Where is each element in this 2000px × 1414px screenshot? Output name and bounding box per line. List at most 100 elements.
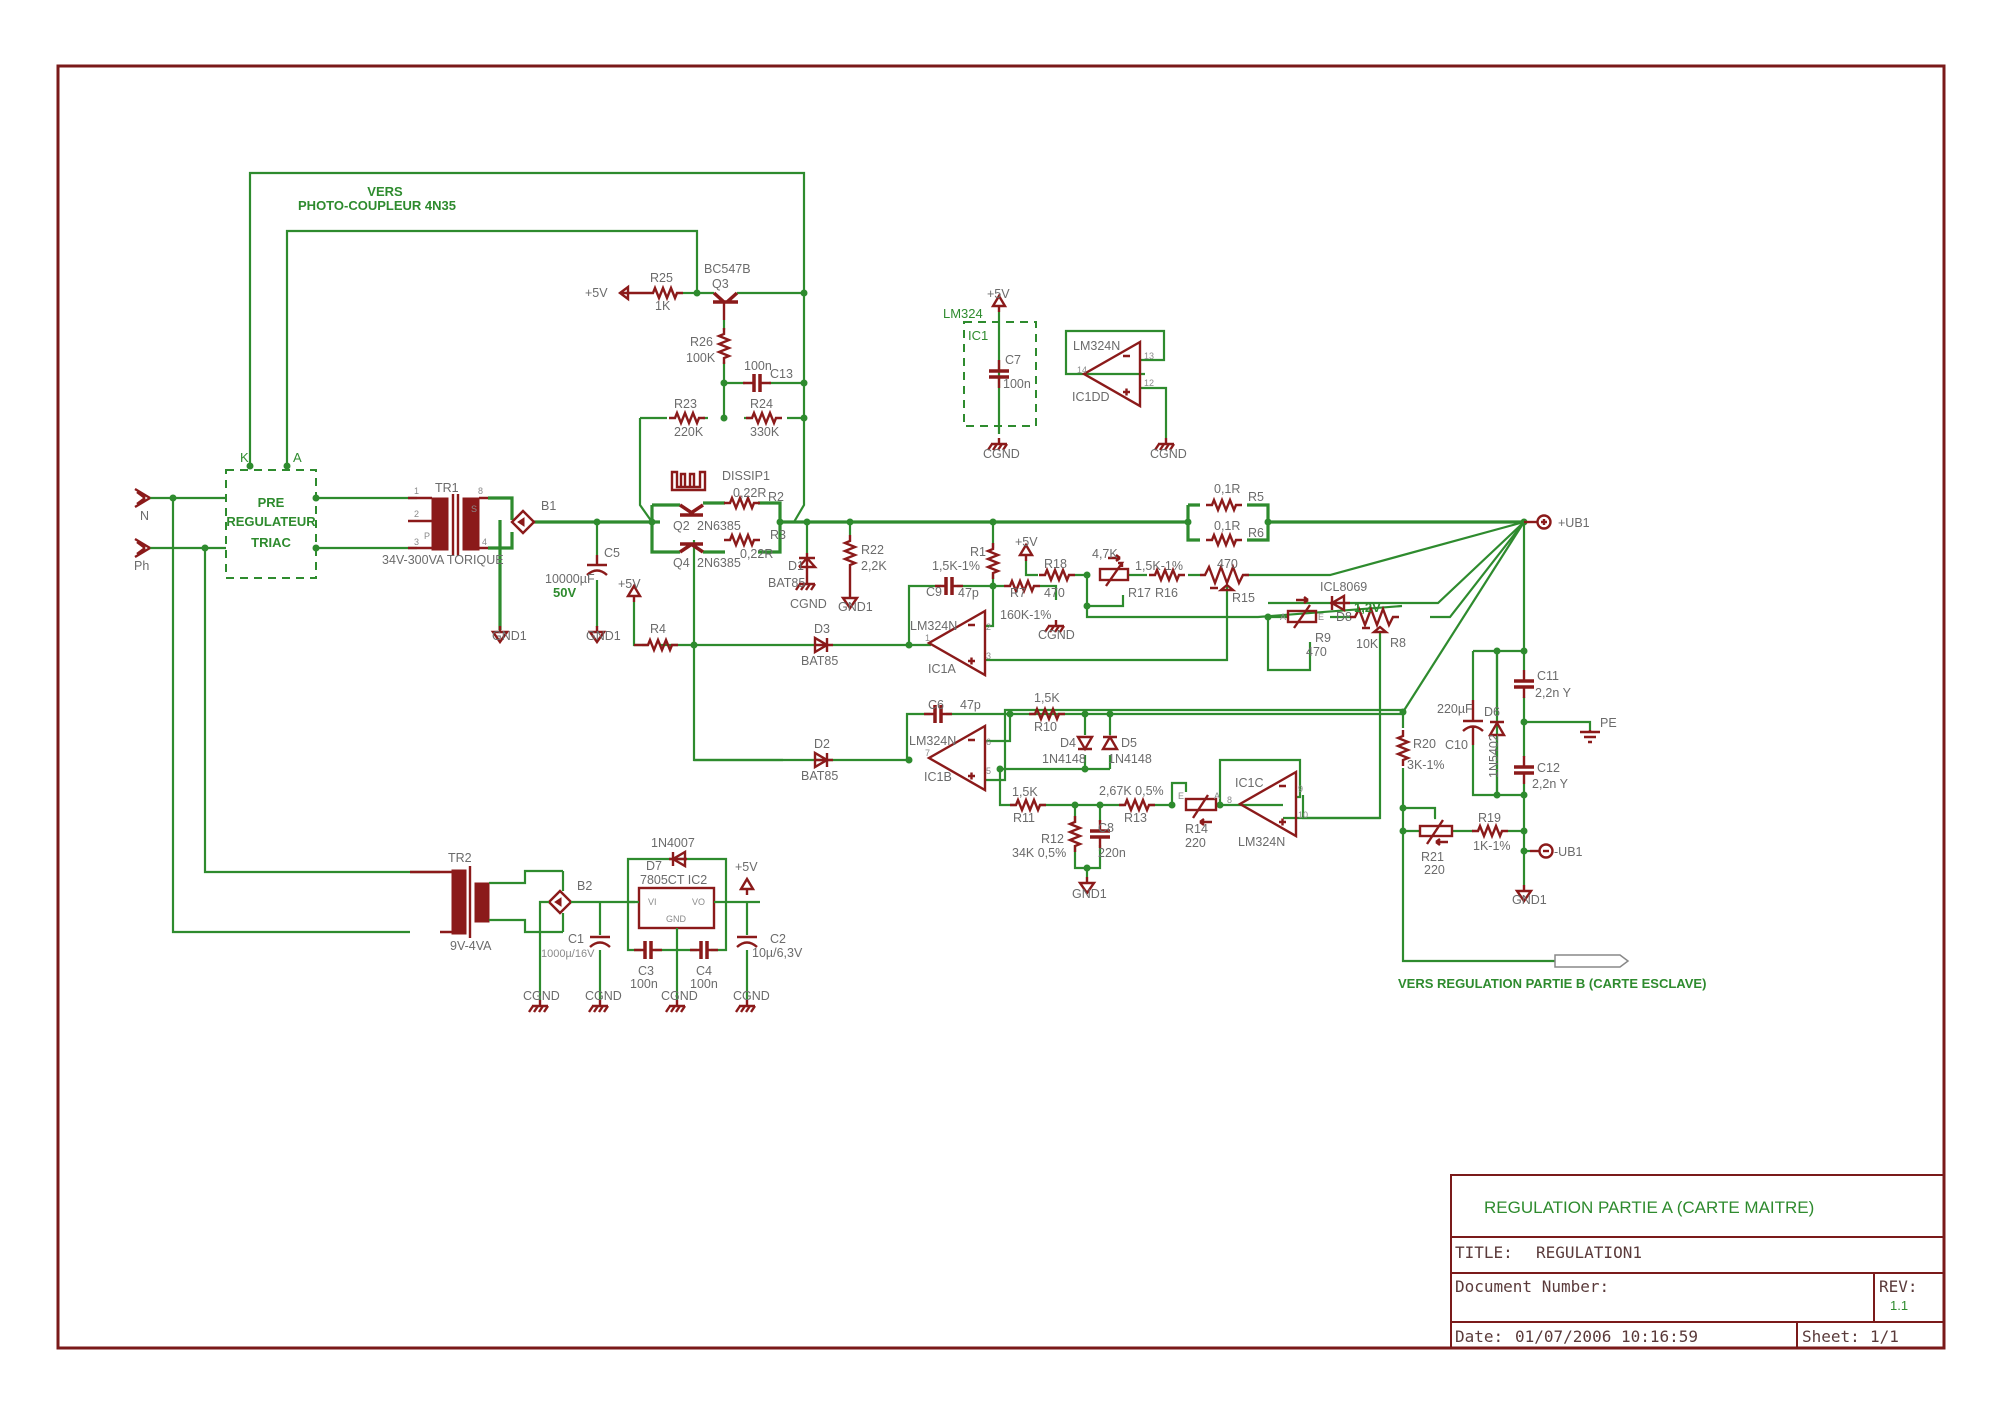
r20-value: 3K-1% xyxy=(1407,758,1445,772)
opamp-ic1d: 14 13 12 LM324N IC1DD CGND xyxy=(1064,329,1187,461)
transistor-q4: Q4 2N6385 xyxy=(673,542,741,570)
cgnd-label: CGND xyxy=(585,989,622,1003)
ic1a-pin-3: 3 xyxy=(986,651,991,661)
r24-ref: R24 xyxy=(750,397,773,411)
r16-ref: R16 xyxy=(1155,586,1178,600)
trimmer-r17[interactable]: 4,7K R17 xyxy=(1092,547,1151,600)
ic1-power-block: +5V LM324 IC1 C7 100n CGND xyxy=(943,287,1037,461)
d8-value: ICL8069 xyxy=(1320,580,1367,594)
r19-value: 1K-1% xyxy=(1473,839,1511,853)
r14-value: 220 xyxy=(1185,836,1206,850)
resistor-r25: +5V R25 1K xyxy=(585,271,697,313)
diode-d7: 1N4007 D7 xyxy=(646,836,695,873)
ic1-part-label: LM324 xyxy=(943,306,983,321)
c9-ref: C9 xyxy=(926,585,942,599)
r5-ref: R5 xyxy=(1248,490,1264,504)
d5-value: 1N4148 xyxy=(1108,752,1152,766)
c4-ref: C4 xyxy=(696,964,712,978)
q4-value: 2N6385 xyxy=(697,556,741,570)
supply-plus5v-r18: +5V xyxy=(1015,535,1038,563)
b2-ref: B2 xyxy=(577,879,592,893)
regulator-ic2: VI VO GND 7805CT IC2 xyxy=(626,857,760,1000)
photocoupler-note-line2: PHOTO-COUPLEUR 4N35 xyxy=(298,198,456,213)
trimmer-r9[interactable]: A E R9 470 xyxy=(1280,596,1331,659)
tr1-pin-4: 4 xyxy=(482,537,487,547)
r11-value: 1,5K xyxy=(1012,785,1038,799)
resistor-r13: 2,67K 0,5% R13 xyxy=(1099,784,1164,825)
d1-ref: D1 xyxy=(788,559,804,573)
net-ph-label: Ph xyxy=(134,559,149,573)
resistor-r18: R18 470 xyxy=(1037,557,1077,600)
ic1c-value: LM324N xyxy=(1238,835,1285,849)
resistor-r5: 0,1R R5 xyxy=(1204,482,1264,512)
terminal-ub1-positive[interactable]: +UB1 xyxy=(1524,514,1590,531)
capacitor-c9: C9 47p xyxy=(926,575,979,600)
d2-ref: D2 xyxy=(814,737,830,751)
gnd1-label: GND1 xyxy=(492,629,527,643)
resistor-r6: 0,1R R6 xyxy=(1204,519,1264,547)
r7-ref: R7 xyxy=(1010,586,1026,600)
potentiometer-r15[interactable]: 470 R15 xyxy=(1200,557,1255,605)
r13-ref: R13 xyxy=(1124,811,1147,825)
to-part-b-note: VERS REGULATION PARTIE B (CARTE ESCLAVE) xyxy=(1398,976,1706,991)
c12-ref: C12 xyxy=(1537,761,1560,775)
r17-value: 4,7K xyxy=(1092,547,1118,561)
c10-value: 220µF xyxy=(1437,702,1473,716)
tr1-pin-8: 8 xyxy=(478,486,483,496)
d7-ref: D7 xyxy=(646,859,662,873)
ic1a-ref: IC1A xyxy=(928,662,956,676)
r11-ref: R11 xyxy=(1013,811,1035,825)
r14-ref: R14 xyxy=(1185,822,1208,836)
capacitor-c12: C12 2,2n Y xyxy=(1512,754,1569,791)
r10-ref: R10 xyxy=(1034,720,1057,734)
r18-ref: R18 xyxy=(1044,557,1067,571)
c4-value: 100n xyxy=(690,977,718,991)
offsheet-connector-part-b[interactable] xyxy=(1554,954,1630,968)
sheet-frame xyxy=(56,64,1946,1350)
resistor-r24: R24 330K xyxy=(744,397,784,439)
d3-value: BAT85 xyxy=(801,654,838,668)
ic1b-pin-5: 5 xyxy=(986,766,991,776)
r21-ref: R21 xyxy=(1421,850,1444,864)
mains-connector-ph[interactable]: Ph xyxy=(134,537,151,573)
tr1-ref: TR1 xyxy=(435,481,459,495)
project-title: REGULATION PARTIE A (CARTE MAITRE) xyxy=(1484,1198,1814,1217)
sheet-label: Sheet: xyxy=(1802,1327,1860,1346)
r26-ref: R26 xyxy=(690,335,713,349)
ic1d-pin-13: 13 xyxy=(1144,351,1154,361)
r1-value: 1,5K-1% xyxy=(932,559,980,573)
dissip1-ref: DISSIP1 xyxy=(722,469,770,483)
tr1-value: 34V-300VA TORIQUE xyxy=(382,553,504,567)
mains-connector-n[interactable]: N xyxy=(134,487,151,523)
trimmer-r14[interactable]: E A R14 220 xyxy=(1178,791,1220,850)
q3-ref: Q3 xyxy=(712,277,729,291)
trimmer-r21[interactable]: R21 220 xyxy=(1418,819,1454,877)
tr2-ref: TR2 xyxy=(448,851,472,865)
potentiometer-r8[interactable]: 1,2V 10K R8 xyxy=(1350,600,1406,651)
c6-ref: C6 xyxy=(928,698,944,712)
date-value: 01/07/2006 10:16:59 xyxy=(1515,1327,1698,1346)
c7-value: 100n xyxy=(1003,377,1031,391)
ic1d-ref: IC1DD xyxy=(1072,390,1110,404)
gnd1-label: GND1 xyxy=(838,600,873,614)
d5-ref: D5 xyxy=(1121,736,1137,750)
r8-value: 10K xyxy=(1356,637,1379,651)
terminal-ub1-negative[interactable]: -UB1 xyxy=(1530,843,1583,860)
c13-value: 100n xyxy=(744,359,772,373)
junction-dots xyxy=(169,289,1528,872)
r17-ref: R17 xyxy=(1128,586,1151,600)
c1-ref: C1 xyxy=(568,932,584,946)
c2-value: 10µ/6,3V xyxy=(752,946,803,960)
r23-value: 220K xyxy=(674,425,704,439)
prereg-label-3: TRIAC xyxy=(251,535,291,550)
transistor-q2: Q2 2N6385 xyxy=(673,503,741,533)
ic1d-value: LM324N xyxy=(1073,339,1120,353)
tr1-pin-2: 2 xyxy=(414,509,419,519)
capacitor-c10: 220µF C10 xyxy=(1437,700,1484,752)
pe-label: PE xyxy=(1600,716,1617,730)
c12-value: 2,2n Y xyxy=(1532,777,1569,791)
date-label: Date: xyxy=(1455,1327,1503,1346)
prereg-label-2: REGULATEUR xyxy=(226,514,316,529)
d6-value: 1N5402 xyxy=(1487,734,1501,778)
